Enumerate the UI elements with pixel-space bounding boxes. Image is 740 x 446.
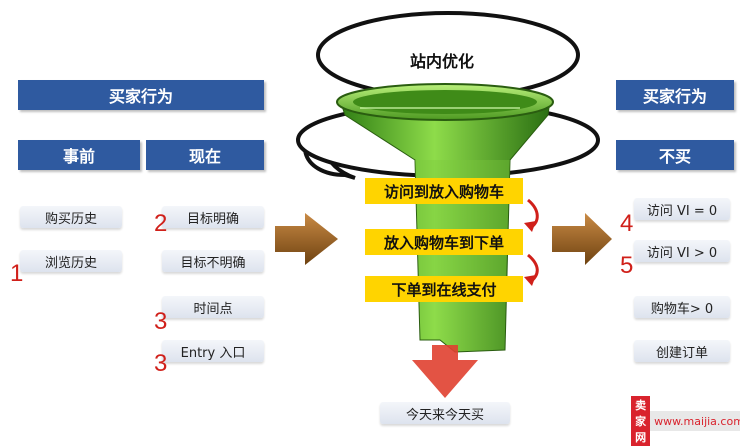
number-5: 5	[620, 252, 634, 279]
flow-arrow-2-head	[524, 275, 536, 286]
right-arrow	[552, 213, 612, 265]
cloud-title: 站内优化	[410, 52, 475, 71]
visit-vi-positive: 访问 VI > 0	[634, 240, 730, 262]
funnel-step-1: 访问到放入购物车	[365, 178, 523, 204]
now-item-unclear-goal: 目标不明确	[162, 250, 264, 272]
order-created: 创建订单	[634, 340, 730, 362]
number-1: 1	[10, 260, 24, 287]
watermark-brand: 卖家网	[631, 396, 651, 446]
left-arrow	[275, 213, 338, 265]
before-item-purchase-history: 购买历史	[20, 206, 122, 228]
now-item-time-point: 时间点	[162, 296, 264, 318]
funnel-step-3: 下单到在线支付	[365, 276, 523, 302]
watermark-badge: 卖家网 www.maijia.com	[631, 396, 740, 446]
not-buy-header: 不买	[616, 140, 734, 170]
watermark-url: www.maijia.com	[654, 414, 740, 428]
now-item-clear-goal: 目标明确	[162, 206, 264, 228]
cart-positive: 购物车> 0	[634, 296, 730, 318]
before-header: 事前	[18, 140, 140, 170]
before-item-browse-history: 浏览历史	[20, 250, 122, 272]
number-4: 4	[620, 210, 634, 237]
now-header: 现在	[146, 140, 264, 170]
left-main-header: 买家行为	[18, 80, 264, 110]
funnel-step-2: 放入购物车到下单	[365, 229, 523, 255]
funnel-shape	[336, 83, 554, 353]
flow-arrow-1-head	[524, 221, 536, 232]
now-item-entry: Entry 入口	[162, 340, 264, 362]
buy-today-label: 今天来今天买	[380, 402, 510, 424]
number-3b: 3	[154, 350, 168, 377]
number-3a: 3	[154, 308, 168, 335]
right-main-header: 买家行为	[616, 80, 734, 110]
number-2: 2	[154, 210, 168, 237]
down-arrow	[412, 345, 478, 398]
visit-vi-zero: 访问 VI = 0	[634, 198, 730, 220]
